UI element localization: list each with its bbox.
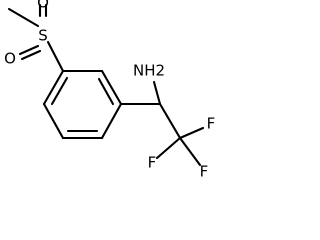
molecule-canvas: S O O NH2 F F F [4,0,216,181]
cf3-carbon-to-bottom-fluorine-bond [178,136,202,167]
methyl-to-sulfur-bond [7,7,40,28]
chiral-carbon-to-amine-bond [152,80,162,106]
sulfur-atom-label: S [38,27,48,45]
top-right-fluorine-atom-label: F [207,115,216,133]
left-fluorine-atom-label: F [148,154,157,172]
sulfur-to-bottom-oxygen-bond-1 [18,44,40,56]
cf3-carbon-to-top-fluorine-bond [178,126,205,140]
aromatic-inner-upper-right [97,77,115,106]
aromatic-inner-upper-left [50,76,69,106]
bottom-right-fluorine-atom-label: F [200,163,209,181]
ring-bond-lower-right [100,102,123,140]
molecule-structure-diagram: S O O NH2 F F F [4,0,216,181]
sulfur-to-ring-bond [46,40,65,73]
bottom-oxygen-atom-label: O [4,50,16,68]
ring-bond-upper-right [100,69,123,106]
cf3-carbon-to-left-fluorine-bond [155,136,182,160]
amine-group-label: NH2 [133,62,165,80]
sulfur-to-bottom-oxygen-bond-2 [20,49,42,61]
ring-bond-lower-left [42,102,65,140]
top-oxygen-atom-label: O [37,0,49,12]
ring-bond-upper-left [42,69,65,106]
chiral-carbon-to-cf3-carbon-bond [158,102,182,140]
